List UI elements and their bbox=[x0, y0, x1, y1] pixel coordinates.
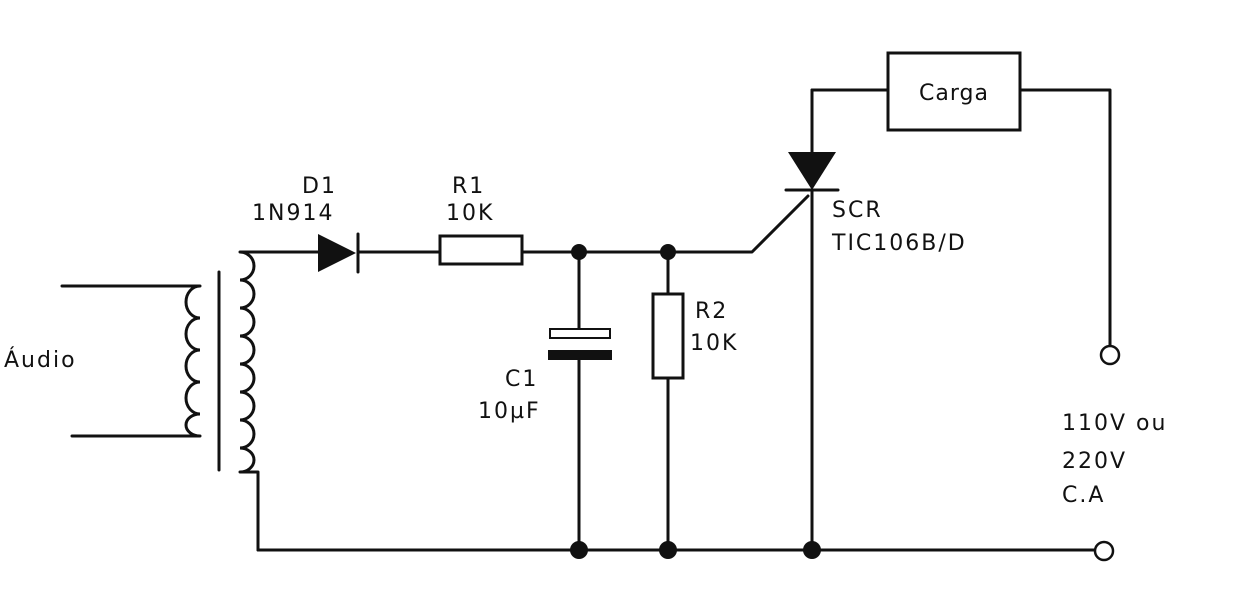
label-supply-line1: 110V ou bbox=[1062, 411, 1167, 436]
capacitor-c1 bbox=[548, 328, 612, 360]
load-box bbox=[886, 51, 1022, 132]
label-c1-name: C1 bbox=[505, 367, 538, 392]
label-load: Carga bbox=[919, 81, 989, 106]
label-audio: Áudio bbox=[4, 347, 77, 373]
diode-d1 bbox=[318, 232, 360, 274]
transformer-secondary-coil bbox=[239, 250, 256, 474]
label-r1-value: 10K bbox=[446, 201, 494, 226]
scr-thyristor bbox=[784, 152, 840, 192]
wire-load-to-terminal bbox=[1018, 88, 1112, 348]
transformer-primary-coil bbox=[184, 284, 201, 438]
label-r1-name: R1 bbox=[452, 174, 485, 199]
label-r2-value: 10K bbox=[690, 331, 738, 356]
label-supply-line2: 220V bbox=[1062, 449, 1127, 474]
label-c1-value: 10µF bbox=[478, 399, 541, 424]
junction-dot-c1-top bbox=[571, 244, 587, 260]
resistor-r2 bbox=[651, 292, 685, 380]
label-scr-name: SCR bbox=[832, 198, 883, 223]
wire-secondary-to-ground bbox=[238, 470, 260, 552]
wire-r1-to-gate bbox=[520, 194, 810, 254]
label-scr-part: TIC106B/D bbox=[831, 231, 967, 256]
label-d1-part: 1N914 bbox=[252, 201, 334, 226]
junction-dot-r2-top bbox=[660, 244, 676, 260]
label-r2-name: R2 bbox=[695, 299, 728, 324]
resistor-r1 bbox=[438, 234, 524, 266]
label-supply-line3: C.A bbox=[1062, 483, 1105, 508]
label-d1-name: D1 bbox=[302, 174, 337, 199]
ac-terminal-top bbox=[1099, 344, 1121, 366]
ac-terminal-bottom bbox=[1093, 540, 1115, 562]
